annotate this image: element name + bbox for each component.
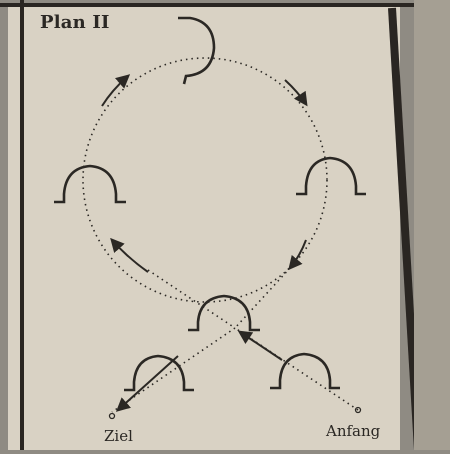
lower-left-arch-obstacle <box>124 354 194 392</box>
arrow-right-lower <box>288 239 307 271</box>
plan-title: Plan II <box>40 12 110 33</box>
frame-outer-right <box>414 0 450 450</box>
arrow-left-lower <box>110 237 149 273</box>
route-loop <box>82 57 328 303</box>
frame-right <box>388 7 422 451</box>
paper-sheet <box>8 6 400 450</box>
arrow-end <box>115 355 179 412</box>
left-arch-obstacle <box>54 164 126 204</box>
arrow-start <box>237 330 283 361</box>
center-arch-obstacle <box>188 294 260 332</box>
start-point <box>354 406 362 414</box>
start-label: Anfang <box>326 422 381 440</box>
arrow-upper-left <box>101 74 131 107</box>
top-hook-obstacle <box>178 16 216 85</box>
route-loop-entry <box>147 269 236 329</box>
lower-right-arch-obstacle <box>270 352 340 390</box>
end-label: Ziel <box>104 427 133 445</box>
arrow-upper-right <box>284 79 308 107</box>
right-arch-obstacle <box>296 156 366 196</box>
end-point <box>108 412 116 420</box>
